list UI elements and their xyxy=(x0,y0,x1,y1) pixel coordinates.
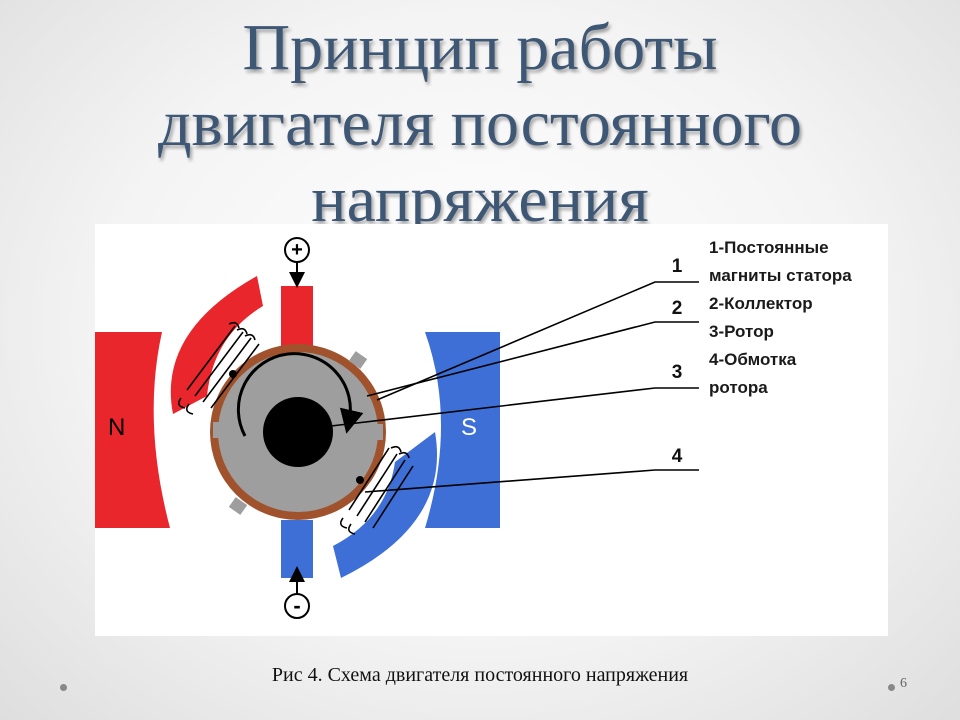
page-number: 6 xyxy=(900,676,907,691)
left-bullet-dot xyxy=(60,684,67,691)
south-stator-magnet xyxy=(425,332,500,528)
callout-leaders xyxy=(330,281,699,493)
rotor-shaft xyxy=(263,397,333,467)
callout-3: 3 xyxy=(671,362,683,383)
leader-line-1 xyxy=(376,281,699,401)
right-bullet-dot xyxy=(888,684,895,691)
title-line-3: напряжения xyxy=(311,163,649,224)
north-stator-magnet xyxy=(95,332,170,528)
legend-line-3: 2-Коллектор xyxy=(709,294,813,313)
north-pole-label: N xyxy=(108,414,126,441)
title-line-1: Принцип работы xyxy=(242,11,718,84)
negative-brush xyxy=(281,520,313,578)
leader-line-3 xyxy=(330,387,699,427)
callout-2: 2 xyxy=(671,298,683,319)
diagram-legend: 1-Постоянные магниты статора 2-Коллектор… xyxy=(709,234,887,402)
title-line-2: двигателя постоянного xyxy=(157,87,803,160)
legend-line-4: 3-Ротор xyxy=(709,322,774,341)
positive-terminal xyxy=(284,237,310,288)
positive-brush xyxy=(281,286,313,350)
leader-line-4 xyxy=(364,469,699,493)
rotation-arrow xyxy=(236,352,364,437)
legend-line-6: ротора xyxy=(709,378,768,397)
legend-line-5: 4-Обмотка xyxy=(709,350,797,369)
upper-rotor-pole xyxy=(170,276,263,414)
slide-title: Принцип работы двигателя постоянного нап… xyxy=(0,10,960,224)
motor-diagram-svg: + - xyxy=(95,237,699,619)
motor-diagram: + - N S 1 2 3 4 1-Постоянные магниты ста… xyxy=(95,224,888,636)
legend-line-1: 1-Постоянные xyxy=(709,238,829,257)
south-pole-label: S xyxy=(461,414,478,441)
upper-rotor-winding xyxy=(177,321,260,415)
callout-4: 4 xyxy=(671,446,683,467)
negative-terminal xyxy=(284,566,310,619)
positive-terminal-sign: + xyxy=(291,239,303,261)
legend-line-2: магниты статора xyxy=(709,266,852,285)
callout-1: 1 xyxy=(671,256,683,277)
leader-line-2 xyxy=(366,321,699,397)
figure-caption: Рис 4. Схема двигателя постоянного напря… xyxy=(271,664,689,686)
negative-terminal-sign: - xyxy=(293,593,300,618)
